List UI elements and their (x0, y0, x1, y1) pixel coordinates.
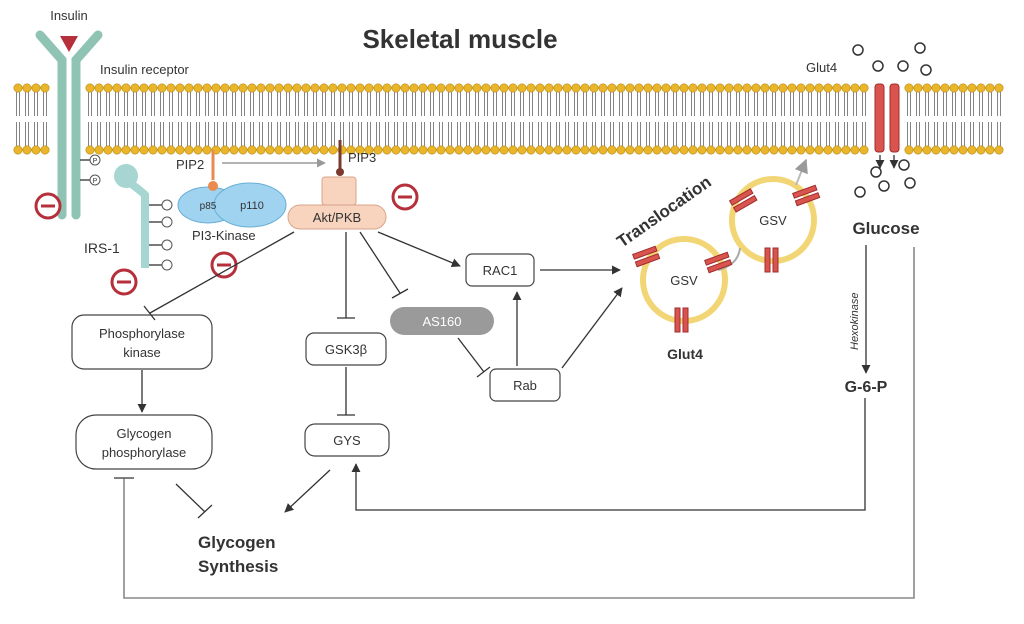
pip3 (336, 140, 344, 176)
pi3-kinase-label: PI3-Kinase (192, 228, 256, 243)
pi3-kinase (177, 182, 287, 228)
gsk3b-label: GSK3β (325, 342, 367, 357)
gsv-label: GSV (759, 213, 787, 228)
receptor-phospho-sites: P P (80, 154, 101, 186)
insulin-receptor-label: Insulin receptor (100, 62, 190, 77)
glycogen-phosphorylase-box (75, 414, 213, 470)
gsk3b-box (305, 332, 387, 366)
hexokinase-label: Hexokinase (849, 293, 861, 350)
akt-pkb-label: Akt/PKB (313, 210, 361, 225)
glycogen-synthesis-label-2: Synthesis (198, 557, 278, 576)
minus-icon (210, 251, 238, 279)
gsv-vesicles (632, 158, 821, 333)
pathway-edges (114, 231, 915, 599)
irs1 (114, 164, 173, 271)
cell-membrane (13, 83, 1004, 155)
akt-pkb-node (287, 204, 387, 230)
gsv-label: GSV (670, 273, 698, 288)
page-title: Skeletal muscle (362, 24, 557, 54)
gys-box (304, 423, 390, 457)
minus-icon (391, 183, 419, 211)
phosphorylase-kinase-label-2: kinase (123, 345, 161, 360)
p85-label: p85 (200, 201, 217, 212)
glycogen-phosphorylase-label-2: phosphorylase (102, 445, 187, 460)
glut4-transporter (874, 83, 900, 153)
glut4-membrane-label: Glut4 (806, 60, 837, 75)
rab-box (489, 368, 561, 402)
insulin-label: Insulin (50, 8, 88, 23)
inhibit-markers (34, 183, 419, 296)
phospho-label: P (93, 158, 98, 165)
glycogen-synthesis-label-1: Glycogen (198, 533, 275, 552)
irs1-label: IRS-1 (84, 240, 120, 256)
as160-label: AS160 (422, 314, 461, 329)
akt-ph-domain (321, 176, 357, 206)
insulin-triangle-icon (60, 36, 78, 52)
glycogen-phosphorylase-label-1: Glycogen (117, 426, 172, 441)
minus-icon (110, 268, 138, 296)
pip3-label: PIP3 (348, 150, 376, 165)
g6p-label: G-6-P (845, 379, 888, 396)
insulin-receptor (35, 30, 103, 220)
phosphorylase-kinase-label-1: Phosphorylase (99, 326, 185, 341)
pip2-label: PIP2 (176, 157, 204, 172)
glut4-vesicle-label: Glut4 (667, 346, 703, 362)
akt-inhibits-phk (149, 231, 295, 314)
rac1-box (465, 253, 535, 287)
phospho-label: P (93, 178, 98, 185)
glucose-molecules (852, 42, 932, 198)
phosphorylase-kinase-box (71, 314, 213, 370)
as160-node (390, 307, 494, 335)
pip2 (208, 150, 218, 191)
glucose-label: Glucose (852, 219, 919, 238)
gys-label: GYS (333, 433, 361, 448)
rac1-label: RAC1 (483, 263, 518, 278)
rab-label: Rab (513, 378, 537, 393)
p110-label: p110 (240, 200, 264, 212)
minus-icon (34, 192, 62, 220)
